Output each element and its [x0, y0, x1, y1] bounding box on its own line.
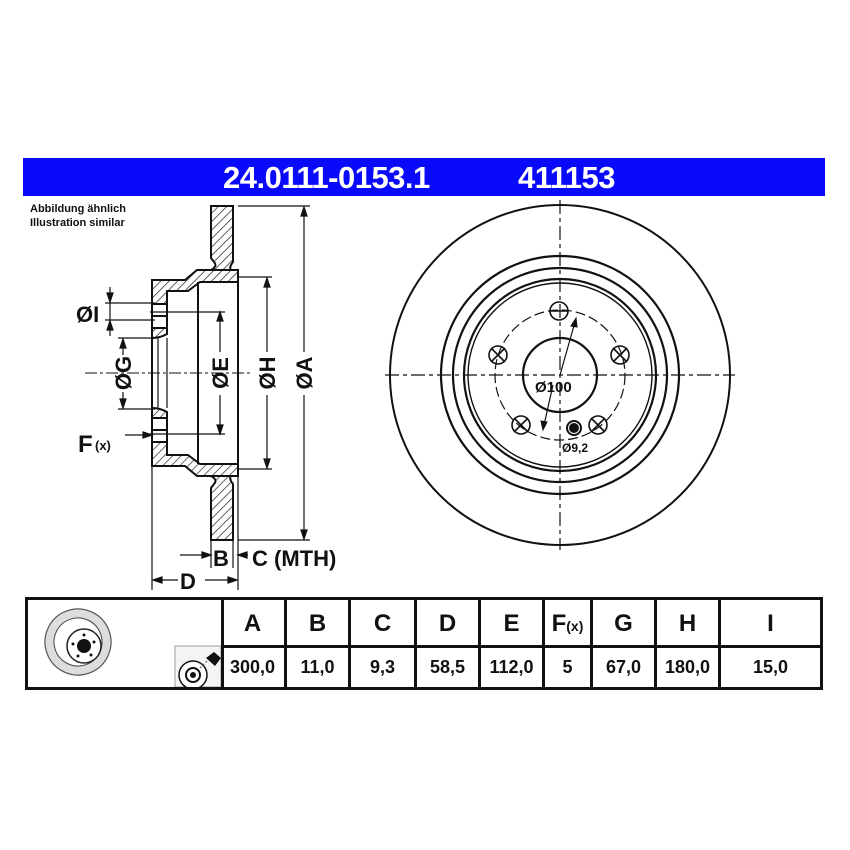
product-image-cell	[28, 600, 224, 690]
header-F-suffix: (x)	[566, 618, 584, 634]
label-D: D	[180, 569, 196, 594]
col-A: A 300,0	[221, 600, 287, 687]
value-I: 15,0	[752, 657, 789, 677]
note-german: Abbildung ähnlich	[30, 203, 126, 215]
value-C: 9,3	[369, 657, 396, 677]
col-F: F(x) 5	[545, 600, 593, 687]
label-dia-E: ØE	[208, 357, 233, 389]
header-banner: 24.0111-0153.1 411153	[23, 158, 825, 196]
value-E: 112,0	[489, 657, 534, 677]
header-I: I	[721, 600, 820, 648]
header-F: F(x)	[545, 600, 590, 648]
col-H: H 180,0	[657, 600, 721, 687]
label-dia-I: ØI	[76, 302, 99, 327]
col-D: D 58,5	[417, 600, 481, 687]
dimension-table: A 300,0 B 11,0 C 9,3 D 58,5 E 112,0 F(x)…	[25, 597, 823, 690]
header-D: D	[417, 600, 478, 648]
bolt-circle-label: Ø100	[535, 379, 572, 396]
hole-diameter-label: Ø9,2	[562, 441, 588, 455]
label-dia-H: ØH	[255, 357, 280, 390]
header-F-letter: F	[551, 610, 567, 637]
header-E: E	[481, 600, 542, 648]
section-dimensions	[105, 205, 310, 590]
value-F: 5	[562, 657, 573, 677]
header-G: G	[593, 600, 654, 648]
header-A: A	[221, 600, 284, 648]
col-C: C 9,3	[351, 600, 417, 687]
col-B: B 11,0	[287, 600, 351, 687]
value-D: 58,5	[429, 657, 466, 677]
value-H: 180,0	[664, 657, 711, 677]
value-B: 11,0	[300, 657, 335, 677]
brake-disc-thumbnail-icon	[44, 608, 222, 690]
value-G: 67,0	[605, 657, 642, 677]
col-E: E 112,0	[481, 600, 545, 687]
label-F-suffix: (x)	[95, 438, 111, 453]
header-C: C	[351, 600, 414, 648]
part-number: 24.0111-0153.1	[223, 160, 430, 195]
illustration-note: Abbildung ähnlich Illustration similar	[30, 202, 126, 230]
label-F: F	[78, 431, 93, 458]
note-english: Illustration similar	[30, 217, 125, 229]
short-number: 411153	[518, 160, 616, 195]
front-view	[385, 200, 735, 550]
label-dia-A: ØA	[292, 356, 317, 389]
header-H: H	[657, 600, 718, 648]
col-I: I 15,0	[721, 600, 820, 687]
label-B: B	[213, 546, 229, 571]
header-B: B	[287, 600, 348, 648]
label-C: C (MTH)	[252, 546, 336, 571]
value-A: 300,0	[229, 657, 276, 677]
label-dia-G: ØG	[111, 356, 136, 390]
col-G: G 67,0	[593, 600, 657, 687]
